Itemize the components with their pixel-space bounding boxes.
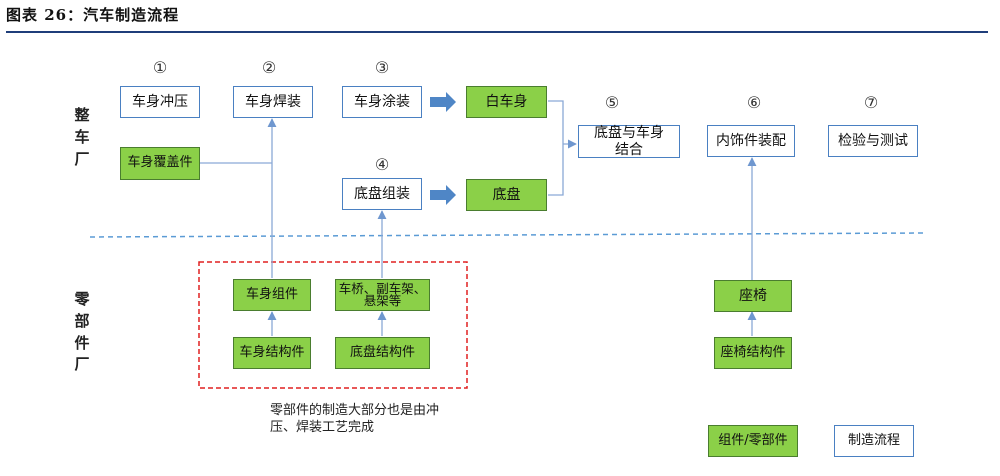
process-welding: 车身焊装 — [233, 86, 313, 118]
step-number-5: ⑤ — [604, 93, 620, 112]
part-white-body: 白车身 — [466, 86, 547, 118]
legend-process: 制造流程 — [834, 425, 914, 457]
label-parts-factory: 零部件厂 — [74, 290, 90, 374]
step-number-7: ⑦ — [863, 93, 879, 112]
part-body-panels: 车身覆盖件 — [120, 147, 200, 180]
step-number-1: ① — [152, 58, 168, 77]
figure-title: 图表 26：汽车制造流程 — [6, 6, 180, 24]
block-arrow-painting — [430, 92, 456, 112]
process-body-chassis-join: 底盘与车身 结合 — [578, 125, 680, 158]
part-axle-suspension: 车桥、副车架、 悬架等 — [335, 279, 430, 311]
connector-join — [548, 100, 576, 196]
process-interior: 内饰件装配 — [707, 125, 795, 157]
label-factory: 整车厂 — [74, 106, 90, 168]
parts-manufacturing-note: 零部件的制造大部分也是由冲压、焊装工艺完成 — [270, 403, 440, 435]
part-axle-suspension-line2: 悬架等 — [363, 293, 402, 308]
process-chassis-assembly: 底盘组装 — [342, 178, 422, 210]
process-painting: 车身涂装 — [342, 86, 422, 118]
process-body-chassis-join-line1: 底盘与车身 — [594, 125, 664, 142]
part-body-structure: 车身结构件 — [233, 337, 311, 369]
step-number-4: ④ — [374, 155, 390, 174]
part-chassis-structure: 底盘结构件 — [335, 337, 430, 369]
step-number-6: ⑥ — [746, 93, 762, 112]
step-number-2: ② — [261, 58, 277, 77]
step-number-3: ③ — [374, 58, 390, 77]
stamping-welding-frame — [198, 261, 468, 389]
block-arrow-chassis — [430, 185, 456, 205]
part-seat: 座椅 — [714, 280, 792, 312]
part-chassis: 底盘 — [466, 179, 547, 211]
part-seat-structure: 座椅结构件 — [714, 337, 792, 369]
process-stamping: 车身冲压 — [120, 86, 200, 118]
process-inspection: 检验与测试 — [828, 125, 918, 157]
title-rule — [6, 31, 988, 33]
process-body-chassis-join-line2: 结合 — [615, 141, 643, 158]
legend-parts: 组件/零部件 — [708, 425, 798, 457]
part-axle-suspension-line1: 车桥、副车架、 — [338, 280, 427, 296]
part-body-components: 车身组件 — [233, 279, 311, 311]
plant-divider — [89, 232, 926, 238]
